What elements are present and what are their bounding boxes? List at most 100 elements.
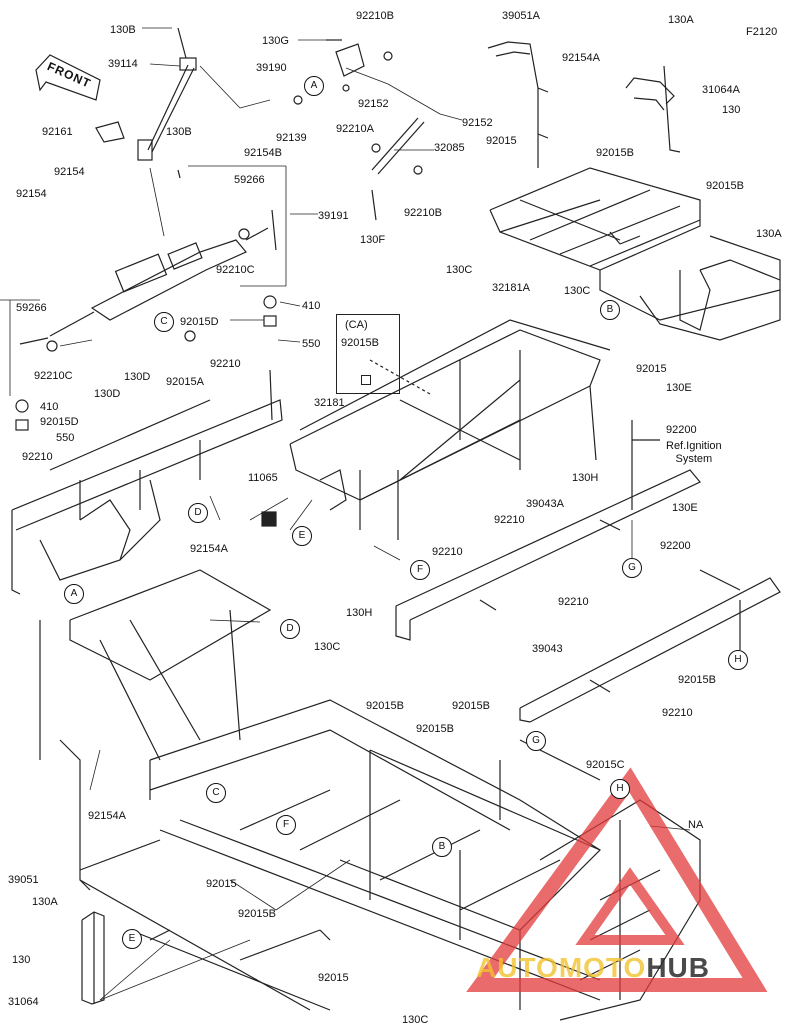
crossbar-39043a-drawing	[395, 420, 701, 641]
part-label-39114: 39114	[108, 58, 138, 70]
ignition-system-note: Ref.Ignition System	[666, 440, 722, 466]
callout-b-2: B	[432, 837, 452, 857]
part-label-130a-3: 130A	[32, 896, 58, 908]
watermark-text: AUTOMOTOHUB	[476, 952, 710, 984]
callout-b: B	[600, 300, 620, 320]
part-label-32181: 32181	[314, 397, 345, 409]
part-label-32085: 32085	[434, 142, 465, 154]
part-label-92210-3: 92210	[494, 514, 525, 526]
ca-label: (CA)	[345, 319, 368, 331]
part-label-39043: 39043	[532, 643, 563, 655]
bracket-92161-shape	[95, 121, 125, 143]
cap-11065-shape	[261, 511, 277, 527]
part-label-410: 410	[302, 300, 321, 312]
part-label-92015-3: 92015	[206, 878, 237, 890]
part-label-39051: 39051	[8, 874, 39, 886]
watermark-part2: HUB	[646, 952, 710, 983]
part-label-11065: 11065	[248, 472, 278, 484]
bracket-31064-drawing	[81, 911, 105, 1005]
callout-e: E	[292, 526, 312, 546]
callout-d: D	[188, 503, 208, 523]
part-label-92152: 92152	[358, 98, 389, 110]
part-label-92161: 92161	[42, 126, 73, 138]
part-label-39051a: 39051A	[502, 10, 540, 22]
part-label-32181a: 32181A	[492, 282, 530, 294]
mount-bracket-drawing	[293, 39, 393, 105]
callout-g-2: G	[526, 731, 546, 751]
part-label-92152-2: 92152	[462, 117, 493, 129]
callout-h-2: H	[610, 779, 630, 799]
callout-d-2: D	[280, 619, 300, 639]
callout-a-2: A	[64, 584, 84, 604]
part-label-92210-5: 92210	[558, 596, 589, 608]
part-label-92015b-7: 92015B	[238, 908, 276, 920]
part-label-130c-4: 130C	[402, 1014, 429, 1026]
ignition-note-line1: Ref.Ignition	[666, 440, 722, 452]
part-label-92154: 92154	[54, 166, 85, 178]
part-label-92210b: 92210B	[356, 10, 394, 22]
part-label-92015b-3: 92015B	[678, 674, 716, 686]
callout-f-2: F	[276, 815, 296, 835]
part-label-92210-4: 92210	[432, 546, 463, 558]
part-label-92015b-5: 92015B	[452, 700, 490, 712]
part-label-130-2: 130	[12, 954, 31, 966]
part-label-92139: 92139	[276, 132, 307, 144]
part-label-39190: 39190	[256, 62, 287, 74]
part-label-59266: 59266	[234, 174, 265, 186]
part-label-130e: 130E	[666, 382, 692, 394]
part-label-130c-3: 130C	[314, 641, 341, 653]
part-label-92154a: 92154A	[190, 543, 228, 555]
part-label-92015c: 92015C	[586, 759, 625, 771]
part-label-39191: 39191	[318, 210, 349, 222]
part-label-130d-2: 130D	[94, 388, 121, 400]
part-label-130h: 130H	[572, 472, 599, 484]
callout-g: G	[622, 558, 642, 578]
part-label-92200-2: 92200	[660, 540, 691, 552]
part-label-130b-2: 130B	[166, 126, 192, 138]
part-label-92015a: 92015A	[166, 376, 204, 388]
front-bracket-39051a-drawing	[487, 41, 681, 168]
nut-icon	[361, 375, 371, 385]
part-label-550-2: 550	[56, 432, 75, 444]
callout-c: C	[154, 312, 174, 332]
part-label-130h-2: 130H	[346, 607, 373, 619]
part-label-130c-2: 130C	[564, 285, 591, 297]
part-label-92200: 92200	[666, 424, 697, 436]
callout-a: A	[304, 76, 324, 96]
ca-box: (CA) 92015B	[336, 314, 400, 394]
part-label-31064a: 31064A	[702, 84, 740, 96]
part-label-92015b: 92015B	[596, 147, 634, 159]
part-label-92015b-4: 92015B	[366, 700, 404, 712]
part-label-550: 550	[302, 338, 321, 350]
callout-c-2: C	[206, 783, 226, 803]
part-label-130b: 130B	[110, 24, 136, 36]
leader-lines-upper	[0, 27, 463, 396]
part-label-130g: 130G	[262, 35, 289, 47]
part-label-92154-2: 92154	[16, 188, 47, 200]
upper-platform-drawing	[489, 167, 781, 341]
part-label-130d: 130D	[124, 371, 151, 383]
part-label-92015b-2: 92015B	[706, 180, 744, 192]
part-label-130e-2: 130E	[672, 502, 698, 514]
callout-f: F	[410, 560, 430, 580]
part-label-92154b: 92154B	[244, 147, 282, 159]
callout-e-2: E	[122, 929, 142, 949]
front-left-frame-drawing	[11, 369, 283, 760]
figure-code: F2120	[746, 26, 778, 38]
part-label-92210c-2: 92210C	[34, 370, 73, 382]
part-label-130a-2: 130A	[756, 228, 782, 240]
part-label-92210c: 92210C	[216, 264, 255, 276]
callout-h: H	[728, 650, 748, 670]
part-label-130c: 130C	[446, 264, 473, 276]
part-label-92015: 92015	[486, 135, 517, 147]
part-label-92210a: 92210A	[336, 123, 374, 135]
main-chassis-drawing	[59, 569, 701, 1021]
part-label-92154a-2: 92154A	[562, 52, 600, 64]
part-label-92210-6: 92210	[662, 707, 693, 719]
part-label-130a: 130A	[668, 14, 694, 26]
watermark-part1: AUTOMOTO	[476, 952, 647, 983]
part-label-92210-2: 92210	[22, 451, 53, 463]
part-label-130: 130	[722, 104, 741, 116]
part-label-92015-4: 92015	[318, 972, 349, 984]
